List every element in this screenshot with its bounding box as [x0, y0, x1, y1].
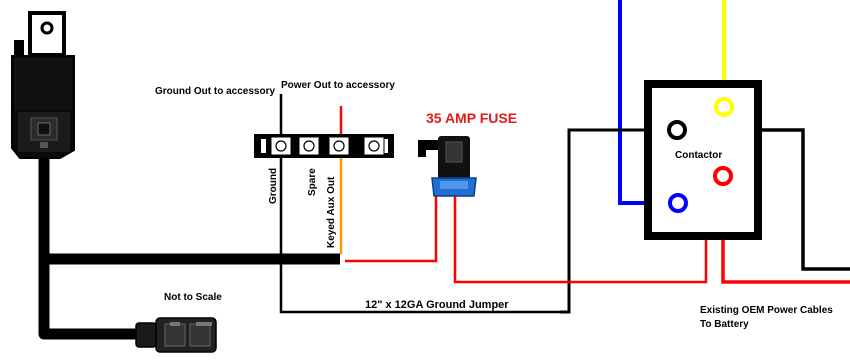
power-out-label: Power Out to accessory [281, 80, 395, 91]
terminal-screw-keyed [333, 140, 345, 152]
ground-terminal-label: Ground [268, 168, 279, 204]
keyed-aux-out-label: Keyed Aux Out [326, 176, 337, 248]
fuse-label: 35 AMP FUSE [426, 110, 517, 126]
terminal-screw-4 [368, 140, 380, 152]
terminal-block [254, 134, 394, 158]
ground-jumper-label: 12" x 12GA Ground Jumper [365, 299, 509, 311]
fuse-holder [418, 136, 477, 197]
harness-plug-connector [135, 317, 217, 353]
ground-out-wire [279, 94, 569, 314]
contactor-terminal-blue [668, 193, 688, 213]
relay [11, 11, 75, 159]
terminal-screw-spare [303, 140, 315, 152]
contactor [644, 80, 762, 240]
relay-harness-main [38, 152, 340, 265]
spare-terminal-label: Spare [307, 168, 318, 196]
fuse-feed-wire [345, 196, 438, 263]
not-to-scale-label: Not to Scale [164, 292, 222, 303]
terminal-screw-ground [275, 140, 287, 152]
ground-out-label: Ground Out to accessory [155, 86, 275, 97]
contactor-terminal-yellow [714, 97, 734, 117]
ground-jumper-wire [560, 128, 676, 314]
contactor-label: Contactor [675, 150, 722, 161]
oem-cables-label: Existing OEM Power Cables [700, 305, 833, 316]
contactor-terminal-black [667, 120, 687, 140]
contactor-terminal-red [713, 166, 733, 186]
relay-harness-branch [38, 259, 140, 340]
to-battery-label: To Battery [700, 319, 749, 330]
